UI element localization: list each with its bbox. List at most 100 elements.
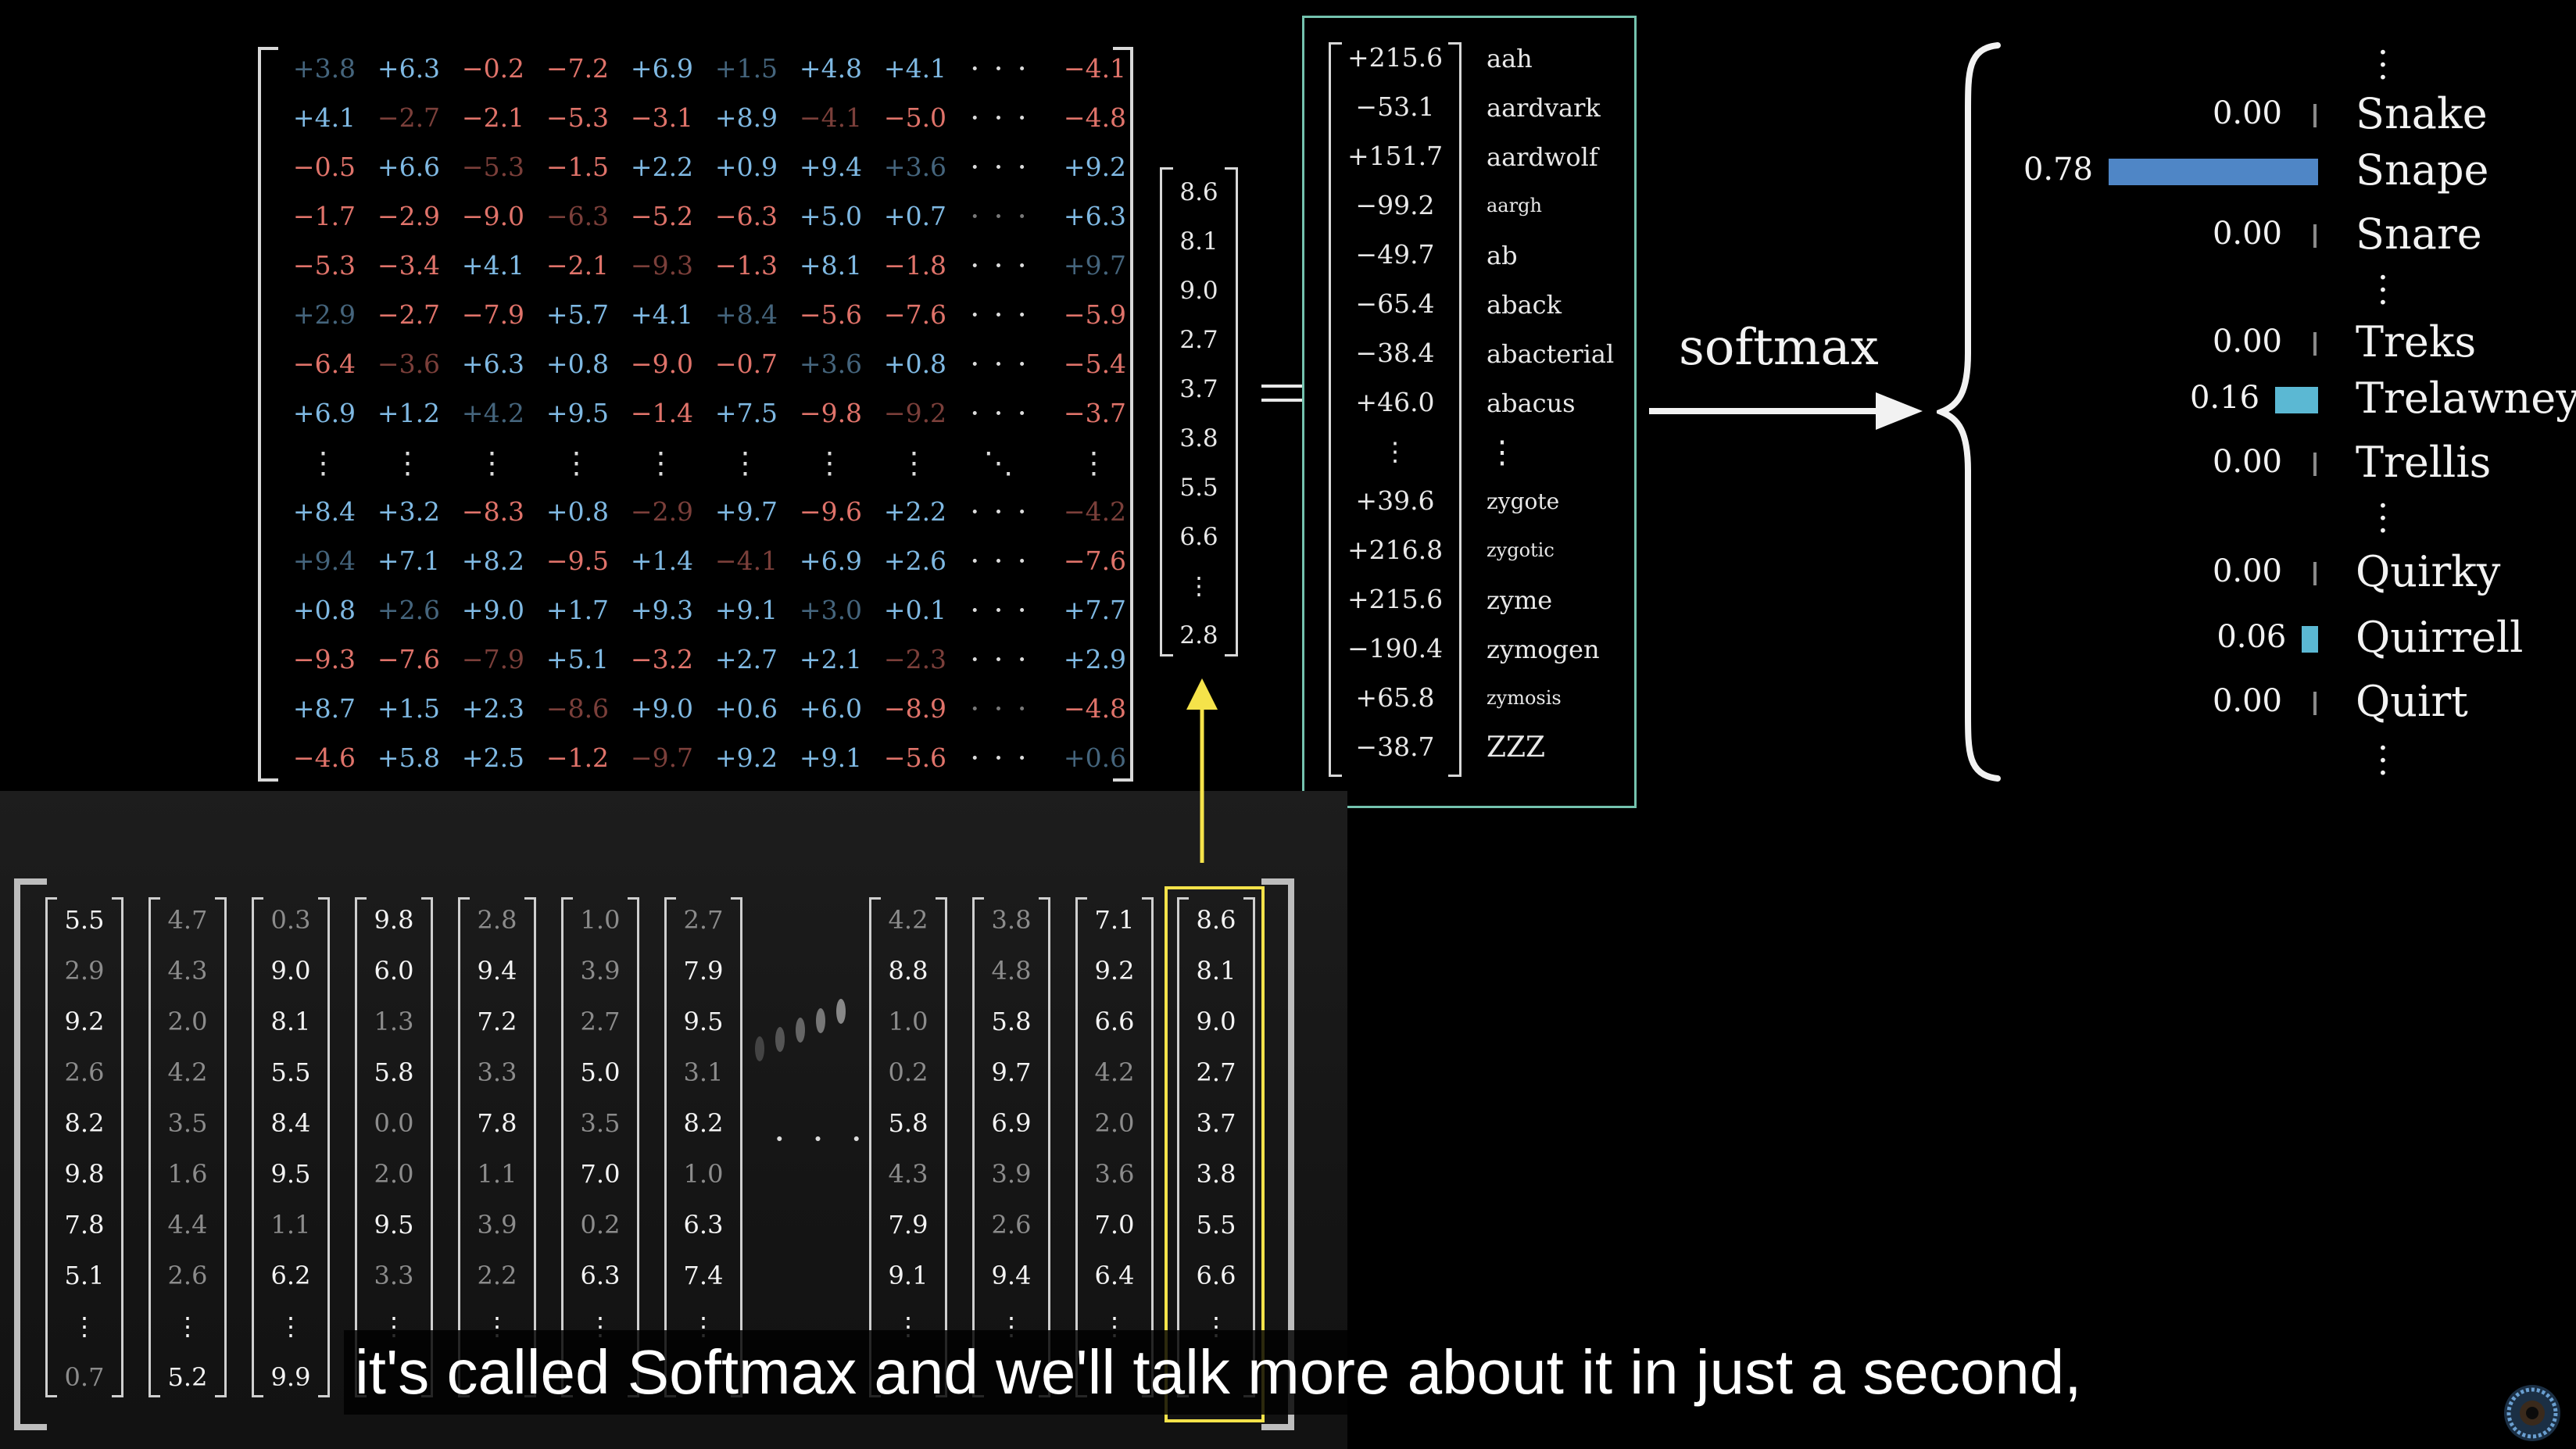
column-right-bracket: [318, 897, 330, 1397]
matrix-cell: +0.8: [546, 349, 610, 379]
embedding-cell: 5.8: [374, 1057, 414, 1087]
matrix-row: ⋮⋮⋮⋮⋮⋮⋮⋮⋱⋮: [281, 441, 1110, 485]
embedding-cell: 3.8: [991, 905, 1032, 935]
embedding-cell: 9.2: [64, 1007, 105, 1036]
vertical-ellipsis: · · ·: [2377, 33, 2388, 98]
matrix-cell: −1.4: [630, 398, 694, 428]
embedding-cell: 7.0: [580, 1159, 621, 1189]
softmax-label: softmax: [1679, 319, 1879, 377]
vocab-word: ab: [1487, 241, 1518, 270]
matrix-cell: · · ·: [970, 642, 1029, 677]
embedding-cell: 4.2: [167, 1057, 208, 1087]
matrix-cell: −9.6: [799, 496, 863, 527]
matrix-cell: · · ·: [970, 544, 1029, 578]
matrix-cell: +1.2: [377, 398, 441, 428]
embedding-cell: 2.0: [374, 1159, 414, 1189]
embedding-cell: 8.4: [270, 1108, 311, 1138]
embedding-cell: 7.9: [888, 1210, 928, 1240]
vector-cell: 9.0: [1179, 277, 1218, 305]
embedding-cell: 3.3: [374, 1261, 414, 1290]
embedding-cell: 6.6: [1094, 1007, 1135, 1036]
matrix-cell: −1.8: [883, 250, 947, 281]
probability-value: 0.16: [2189, 380, 2260, 416]
vector-cell: 8.6: [1179, 178, 1218, 206]
matrix-row: +8.4+3.2−8.3+0.8−2.9+9.7−9.6+2.2· · ·−4.…: [281, 490, 1126, 534]
logit-value: −190.4: [1347, 633, 1444, 664]
matrix-cell: +5.8: [377, 742, 441, 773]
matrix-cell: +0.7: [883, 201, 947, 231]
token-label: Quirrell: [2356, 613, 2524, 662]
vector-cell: 6.6: [1179, 523, 1218, 551]
matrix-cell: ⋮: [1079, 445, 1111, 480]
logit-value: +215.6: [1347, 584, 1444, 614]
embedding-cell: 9.0: [1196, 1007, 1236, 1036]
matrix-cell: ⋮: [899, 445, 932, 480]
embedding-cell: 2.9: [64, 956, 105, 986]
logit-value: +215.6: [1347, 42, 1444, 73]
matrix-cell: −2.9: [377, 201, 441, 231]
embedding-cell: 2.8: [477, 905, 517, 935]
logit-value: −38.7: [1355, 732, 1435, 762]
matrix-cell: −3.1: [630, 102, 694, 133]
matrix-cell: +6.9: [292, 398, 356, 428]
matrix-cell: −6.3: [546, 201, 610, 231]
matrix-cell: −4.1: [799, 102, 863, 133]
embedding-cell: 6.6: [1196, 1261, 1236, 1290]
token-label: Treks: [2356, 317, 2477, 367]
matrix-cell: +0.8: [546, 496, 610, 527]
matrix-cell: −5.0: [883, 102, 947, 133]
embedding-cell: 2.7: [580, 1007, 621, 1036]
matrix-cell: +5.1: [546, 644, 610, 674]
embedding-cell: 9.2: [1094, 956, 1135, 986]
matrix-cell: −7.2: [546, 53, 610, 84]
softmax-arrow-icon: [1649, 392, 1923, 430]
matrix-cell: +3.6: [799, 349, 863, 379]
matrix-cell: +3.6: [883, 152, 947, 182]
matrix-cell: +2.6: [377, 595, 441, 625]
matrix-cell: +1.5: [714, 53, 778, 84]
panel-right-bracket: [1261, 878, 1294, 1430]
probability-value: 0.00: [2212, 324, 2282, 360]
matrix-row: +4.1−2.7−2.1−5.3−3.1+8.9−4.1−5.0· · ·−4.…: [281, 96, 1126, 140]
logit-value: −65.4: [1355, 288, 1435, 319]
matrix-cell: ⋮: [308, 445, 341, 480]
matrix-cell: +0.1: [883, 595, 947, 625]
vocab-word: aardvark: [1487, 93, 1601, 123]
matrix-cell: +2.1: [799, 644, 863, 674]
matrix-cell: −5.6: [883, 742, 947, 773]
embedding-cell: 9.5: [270, 1159, 311, 1189]
matrix-cell: +6.3: [377, 53, 441, 84]
logit-value: +216.8: [1347, 535, 1444, 565]
token-label: Snape: [2356, 145, 2489, 195]
matrix-cell: −4.1: [1063, 53, 1127, 84]
matrix-cell: +6.3: [461, 349, 525, 379]
vertical-ellipsis: · · ·: [2377, 486, 2388, 551]
matrix-cell: +9.1: [714, 595, 778, 625]
matrix-cell: −9.8: [799, 398, 863, 428]
matrix-cell: +8.4: [292, 496, 356, 527]
matrix-row: +8.7+1.5+2.3−8.6+9.0+0.6+6.0−8.9· · ·−4.…: [281, 687, 1126, 731]
embedding-cell: 3.8: [1196, 1159, 1236, 1189]
matrix-cell: +2.6: [883, 546, 947, 576]
embedding-cell: 3.9: [580, 956, 621, 986]
vocab-word: zygotic: [1487, 539, 1555, 561]
matrix-cell: +3.2: [377, 496, 441, 527]
embedding-cell: 5.5: [64, 905, 105, 935]
matrix-cell: +9.3: [630, 595, 694, 625]
logit-value: +46.0: [1355, 387, 1435, 417]
embedding-cell: 9.5: [374, 1210, 414, 1240]
matrix-cell: −2.7: [377, 102, 441, 133]
panel-left-bracket: [14, 878, 47, 1430]
embedding-cell: 5.2: [167, 1362, 208, 1392]
embedding-cell: 2.6: [167, 1261, 208, 1290]
embedding-cell: 3.1: [683, 1057, 724, 1087]
matrix-cell: +4.2: [461, 398, 525, 428]
embedding-cell: 9.0: [270, 956, 311, 986]
logits-right-bracket: [1448, 42, 1462, 777]
matrix-cell: +4.8: [799, 53, 863, 84]
matrix-cell: −1.2: [546, 742, 610, 773]
